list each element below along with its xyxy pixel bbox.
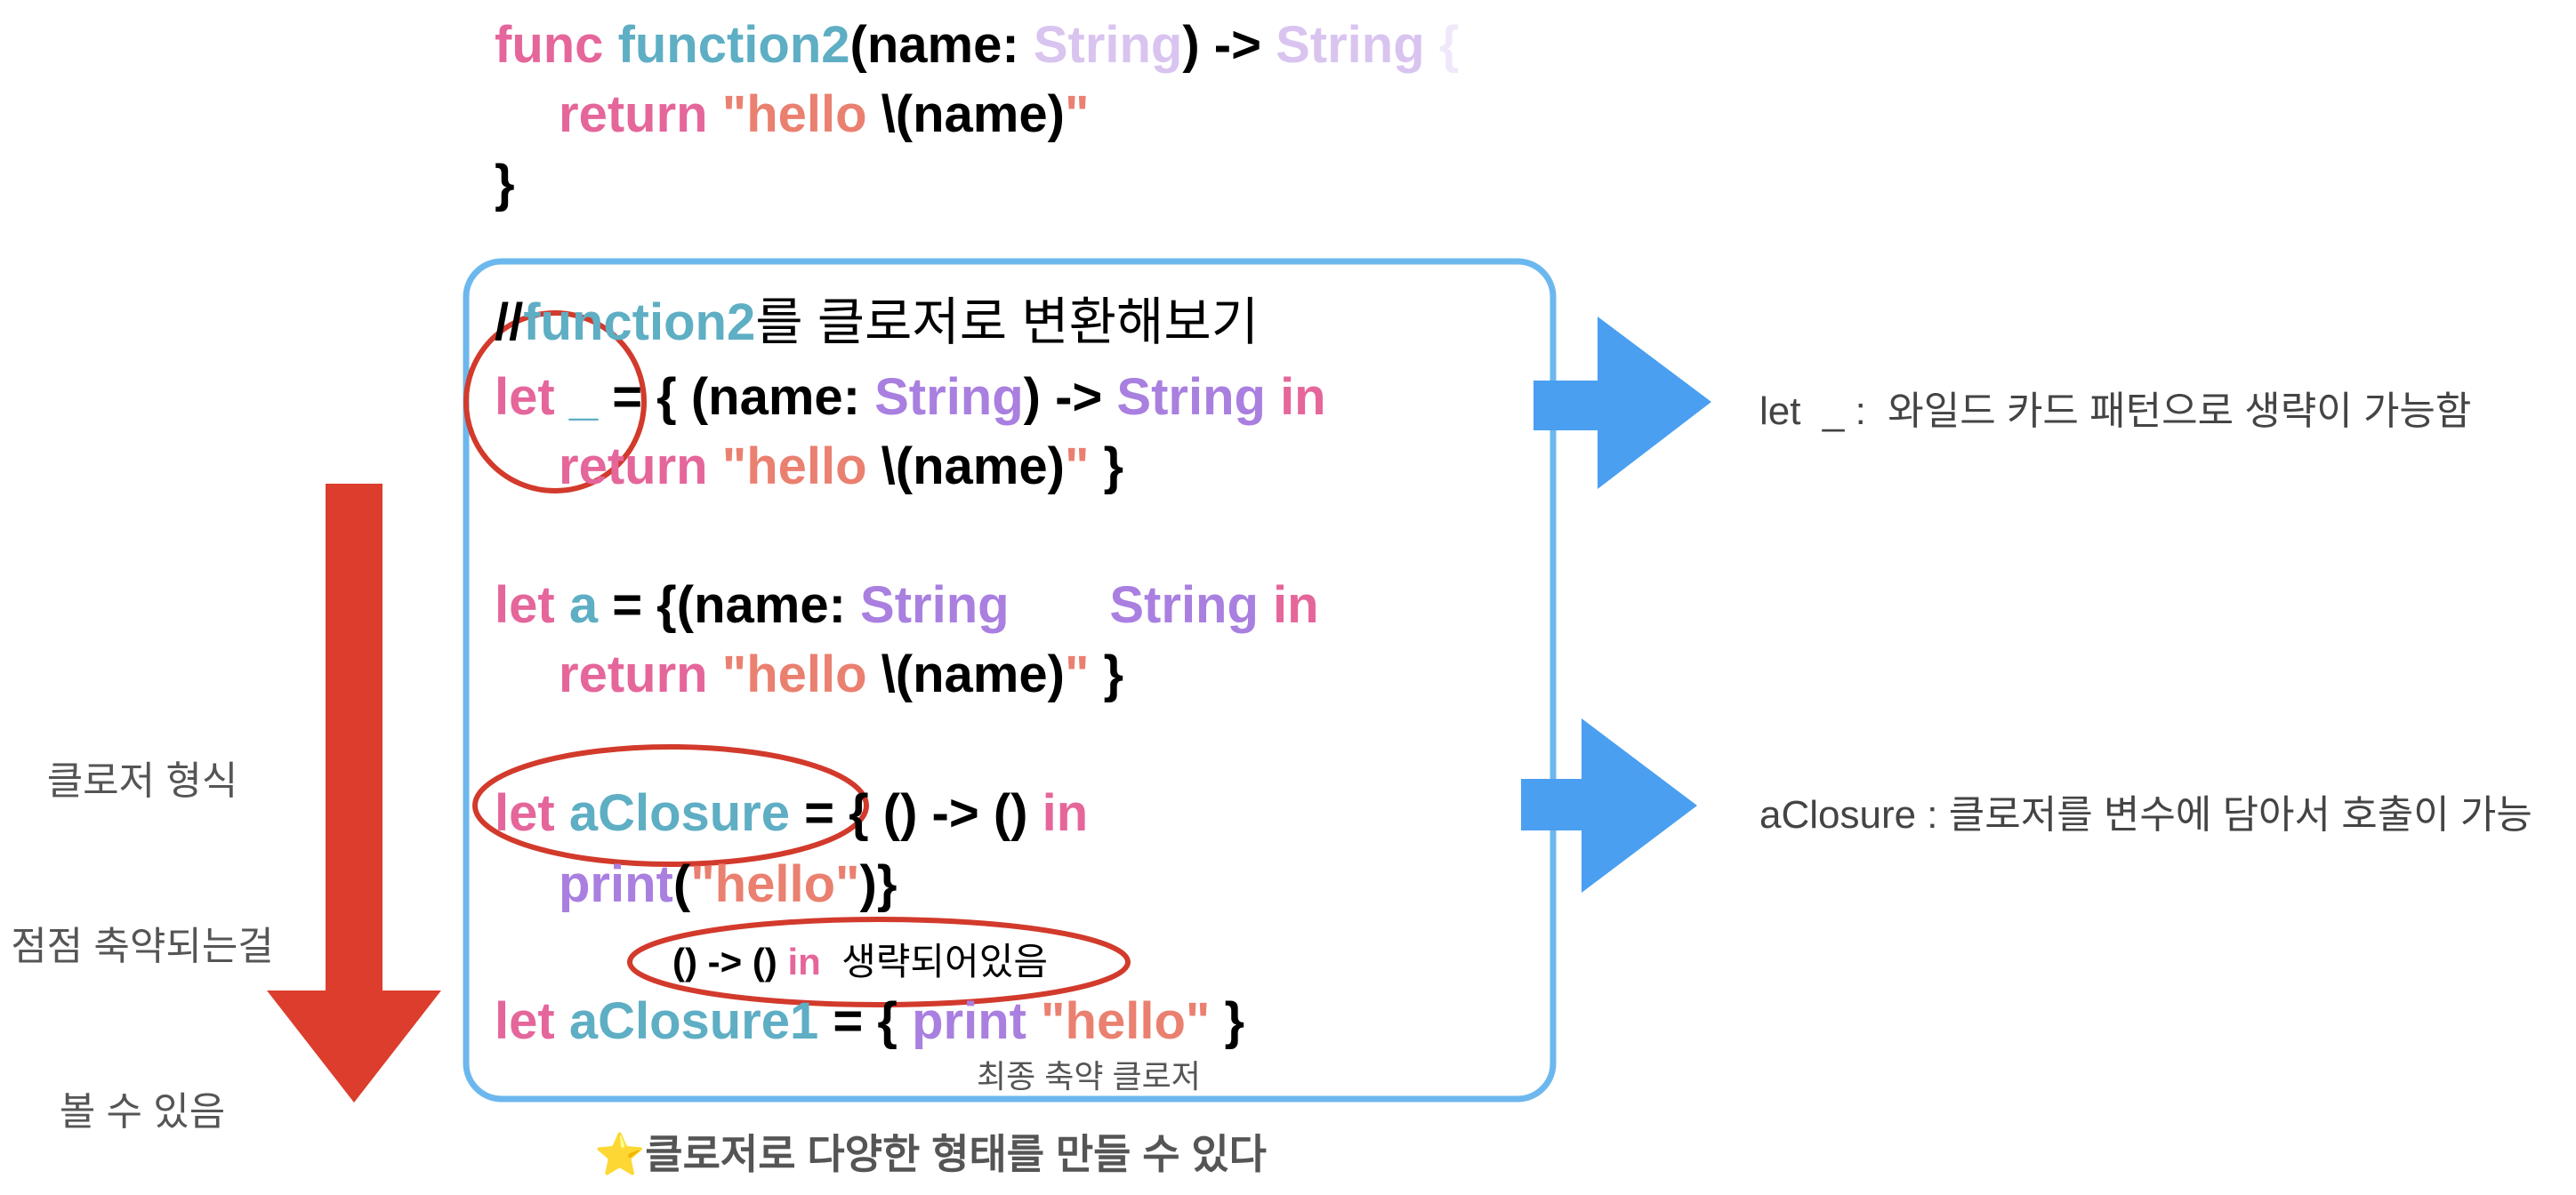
blue-arrow-2 [1521,718,1697,893]
var-name: aClosure [568,784,791,842]
blue-arrow-1 [1534,317,1711,489]
ex1-line2: return "hello \(name)" } [559,436,1123,498]
omitted-in: in [787,941,821,982]
left-caption-line-2: 점점 축약되는걸 [11,925,274,968]
string-literal: "hello" [690,855,860,913]
var-name: _ [568,368,599,426]
left-caption: 클로저 형식 점점 축약되는걸 볼 수 있음 [0,644,285,1195]
keyword-let: let [495,784,555,842]
top-func-line3: } [495,155,515,213]
left-caption-line-1: 클로저 형식 [46,759,238,803]
close-brace: } [1210,992,1245,1050]
keyword-let: let [495,576,555,634]
top-func-line2: return "hello \(name)" [559,84,1089,146]
interpolation: \(name) [881,85,1065,143]
omitted-note: () -> () in 생략되어있음 [672,939,1048,985]
right-note-1: let _ : 와일드 카드 패턴으로 생략이 가능함 [1759,389,2472,433]
bottom-caption: ⭐클로저로 다양한 형태를 만들 수 있다 [594,1131,1267,1177]
ellipse-let-aclosure [472,744,869,867]
close-brace: } [1089,646,1124,703]
ex4-line1: let aClosure1 = { print "hello" } [495,990,1244,1053]
string-close: " [1064,437,1090,495]
ex2-line2: return "hello \(name)" } [559,644,1123,706]
string-close: " [1064,85,1090,143]
open-brace: { [1424,16,1460,74]
gap [1010,576,1110,634]
string-open: "hello [721,85,881,143]
left-caption-line-3: 볼 수 있음 [59,1090,226,1134]
close-paren-brace: )} [859,855,898,913]
string-open: "hello [721,437,881,495]
keyword-return: return [559,85,708,143]
function-name: function2 [617,16,850,74]
assign: = { (name: [598,368,875,426]
param-type: String [874,368,1024,426]
interpolation: \(name) [881,646,1065,703]
return-type: String [1109,576,1259,634]
print-call: print [912,992,1026,1050]
final-caption: 최종 축약 클로저 [977,1058,1201,1095]
ex3-line1: let aClosure = { () -> () in [495,782,1088,845]
keyword-func: func [495,16,604,74]
top-func-line1: func function2(name: String) -> String { [495,14,1459,76]
keyword-return: return [559,437,708,495]
ellipse-let-underscore [463,310,647,493]
ex3-line2: print("hello")} [559,854,897,916]
return-arrow: ) -> [1182,16,1276,74]
keyword-in: in [1265,368,1326,426]
string-literal: "hello" [1026,992,1211,1050]
code-box [463,258,1557,1103]
close-brace: } [1089,437,1124,495]
comment-slashes: // [495,293,524,351]
keyword-let: let [495,368,555,426]
string-open: "hello [721,646,881,703]
open-paren: ( [672,855,691,913]
comment-text: 를 클로저로 변환해보기 [755,293,1260,351]
param-type: String [1033,16,1183,74]
box-comment: //function2를 클로저로 변환해보기 [495,292,1259,354]
var-name: a [568,576,599,634]
arrow: ) -> [1023,368,1117,426]
assign: = { [818,992,913,1050]
ex1-line1: let _ = { (name: String) -> String in [495,366,1326,429]
right-note-2: aClosure : 클로저를 변수에 담아서 호출이 가능 [1759,793,2532,837]
ex2-line1: let a = {(name: String String in [495,574,1319,637]
assign: = {(name: [598,576,861,634]
var-name: aClosure1 [568,992,819,1050]
string-close: " [1064,646,1090,703]
keyword-return: return [559,646,708,703]
comment-function-name: function2 [523,293,756,351]
param-type: String [860,576,1010,634]
assign: = { () -> () [790,784,1042,842]
print-call: print [559,855,673,913]
keyword-in: in [1042,784,1089,842]
return-type: String [1276,16,1425,74]
keyword-in: in [1258,576,1319,634]
interpolation: \(name) [881,437,1065,495]
param-open: (name: [849,16,1034,74]
omitted-signature: () -> () [672,941,788,982]
keyword-let: let [495,992,555,1050]
ellipse-omitted-signature [627,917,1131,1007]
red-down-arrow [267,484,441,1103]
return-type: String [1116,368,1266,426]
omitted-text: 생략되어있음 [820,941,1048,982]
